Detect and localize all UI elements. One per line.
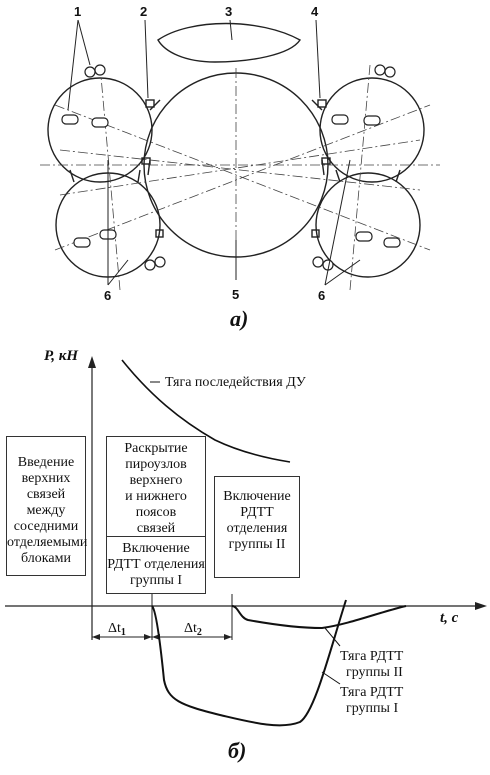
box-upper-links: Введение верхних связей между соседними …	[6, 436, 88, 576]
box-group1-ignition: Включение РДТТ отделения группы I	[106, 536, 206, 594]
callout-1: 1	[74, 4, 81, 19]
box2b-line: группы I	[129, 573, 183, 588]
label-group-2-line2: группы II	[346, 665, 403, 680]
dt2-label: Δt2	[184, 621, 202, 638]
callout-2: 2	[140, 4, 147, 19]
box1-line: блоками	[21, 551, 71, 566]
curve-group-2	[231, 605, 407, 630]
callout-3: 3	[225, 4, 232, 19]
label-group-1-line2: группы I	[346, 701, 398, 716]
box2b-line: РДТТ отделения	[107, 557, 205, 572]
box1-line: Введение	[17, 455, 75, 470]
item-3-fairing	[157, 22, 302, 63]
box3-line: Включение	[223, 489, 291, 504]
box1-line: между	[26, 503, 66, 518]
box2-line: связей	[136, 521, 176, 536]
x-axis-label: t, c	[440, 610, 459, 626]
dt1-label: Δt1	[108, 621, 126, 638]
box2-line: пироузлов	[125, 457, 187, 472]
caption-a: а)	[230, 306, 248, 331]
label-group-2-line1: Тяга РДТТ	[340, 649, 404, 664]
box1-line: верхних	[21, 471, 71, 486]
box2-line: верхнего	[129, 473, 183, 488]
box1-line: связей	[26, 487, 66, 502]
curve-du-aftereffect	[121, 359, 291, 463]
callout-6-left: 6	[104, 288, 111, 303]
side-block-top-right	[319, 77, 425, 183]
engines	[61, 64, 401, 271]
label-du-aftereffect: Тяга последействия ДУ	[165, 375, 306, 390]
y-axis-label: P, кН	[44, 348, 79, 364]
curve-group-1	[151, 599, 347, 727]
side-block-bottom-right	[315, 172, 421, 278]
side-block-top-left	[47, 77, 153, 183]
box3-line: отделения	[226, 521, 288, 536]
leader-lines	[67, 19, 361, 286]
box1-line: отделяемыми	[7, 535, 88, 550]
box2-line: поясов	[135, 505, 177, 520]
callout-4: 4	[311, 4, 319, 19]
box3-line: группы II	[228, 537, 286, 552]
box2-line: Раскрытие	[124, 441, 188, 456]
callout-5: 5	[232, 287, 239, 302]
box-pyro-opening: Раскрытие пироузлов верхнего и нижнего п…	[106, 436, 206, 536]
figure-b	[5, 356, 487, 727]
axis-lines	[40, 64, 440, 291]
box3-line: РДТТ	[240, 505, 274, 520]
label-group-1-line1: Тяга РДТТ	[340, 685, 404, 700]
box1-line: соседними	[13, 519, 79, 534]
box-group2-ignition: Включение РДТТ отделения группы II	[214, 476, 300, 578]
caption-b: б)	[228, 738, 246, 763]
box2-line: и нижнего	[125, 489, 187, 504]
box2b-line: Включение	[122, 541, 190, 556]
callout-6-right: 6	[318, 288, 325, 303]
